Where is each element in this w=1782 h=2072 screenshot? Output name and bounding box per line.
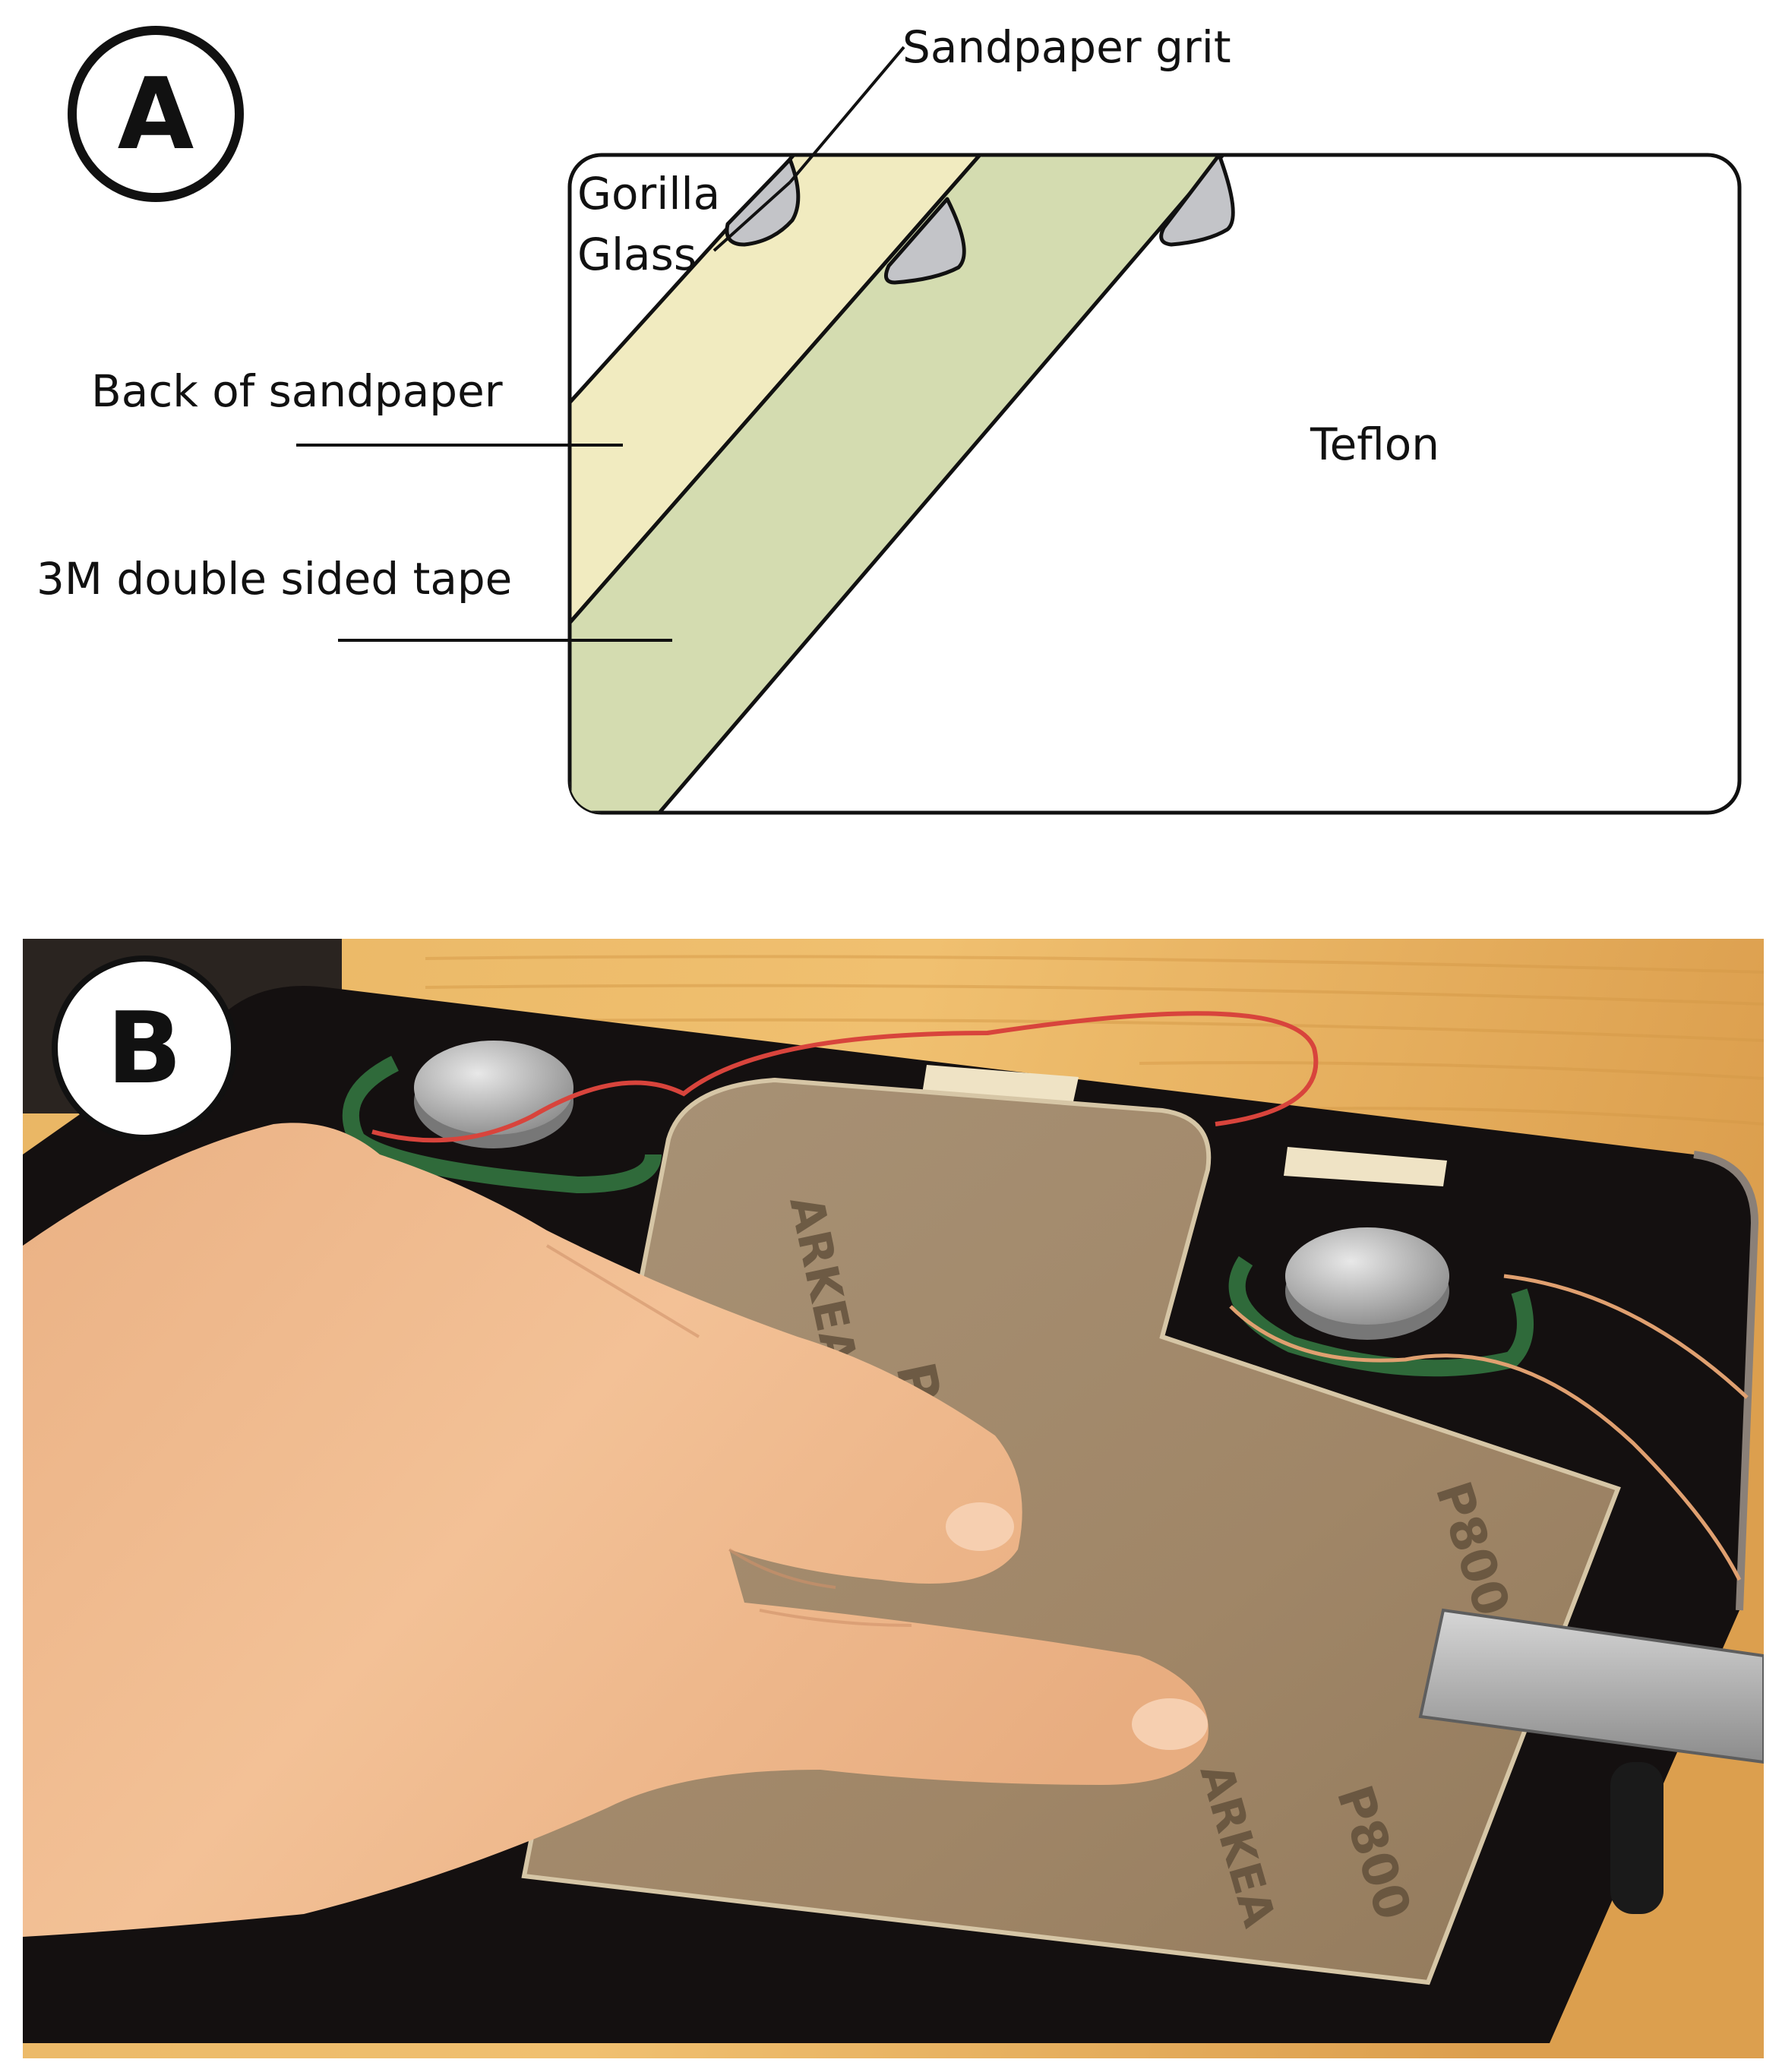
copper-wire: [1229, 1305, 1742, 1581]
wood-grain: [425, 955, 1764, 1126]
magnet-actuator-left: [342, 1041, 662, 1194]
metal-bar: [1418, 1608, 1764, 1764]
svg-text:B: B: [106, 990, 182, 1106]
label-back-of-sandpaper: Back of sandpaper: [91, 365, 503, 417]
label-teflon: Teflon: [1310, 419, 1439, 470]
panel-letter-a: A: [68, 26, 244, 202]
label-sandpaper-grit: Sandpaper grit: [902, 21, 1231, 73]
leader-sandpaper-grit: [788, 46, 905, 184]
clamp-knob: [1610, 1762, 1664, 1914]
grit-bump-2: [883, 197, 966, 285]
label-gorilla: Gorilla: [577, 168, 720, 220]
copper-wire-2: [1503, 1274, 1749, 1399]
red-wire: [371, 1011, 1319, 1143]
tablet-edge: [1693, 1151, 1759, 1611]
label-glass: Glass: [577, 229, 697, 280]
svg-text:A: A: [118, 56, 194, 172]
tape-strip-2: [1284, 1147, 1447, 1186]
panel-a-diagram: A Sandpaper grit Gorilla Glass Back of s…: [36, 21, 1742, 815]
leader-gorilla-glass: [712, 181, 791, 252]
fingernail-2: [1132, 1698, 1208, 1750]
hand: [23, 1123, 1209, 1937]
label-tape: 3M double sided tape: [36, 553, 512, 605]
panel-letter-b: B: [52, 955, 237, 1141]
tape-layer: [570, 155, 1227, 813]
hand-shading: [545, 1244, 912, 1627]
magnet-actuator-right: [1228, 1227, 1534, 1377]
fingernail-1: [946, 1502, 1014, 1551]
grit-bump-3: [1159, 153, 1235, 247]
